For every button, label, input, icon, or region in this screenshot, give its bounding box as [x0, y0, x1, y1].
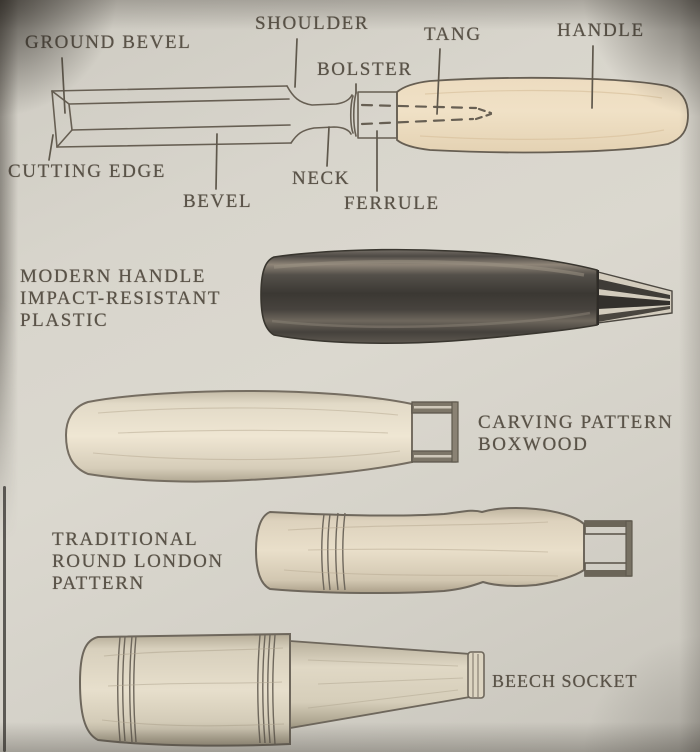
label-ground-bevel: GROUND BEVEL: [25, 32, 192, 53]
label-bolster: BOLSTER: [317, 59, 413, 80]
label-tang: TANG: [424, 24, 482, 45]
caption-line: MODERN HANDLE: [20, 266, 206, 287]
label-bevel: BEVEL: [183, 191, 253, 212]
page-margin-rule: [3, 486, 6, 752]
caption-line: TRADITIONAL: [52, 529, 199, 550]
caption-line: BEECH SOCKET: [492, 671, 638, 691]
carving-handle-caption: CARVING PATTERN BOXWOOD: [478, 412, 673, 456]
caption-line: PLASTIC: [20, 310, 109, 331]
label-ferrule: FERRULE: [344, 193, 440, 214]
beech-socket-handle-drawing: [78, 632, 485, 747]
modern-plastic-handle-drawing: [260, 248, 673, 345]
beech-handle-caption: BEECH SOCKET: [492, 670, 638, 692]
carving-boxwood-handle-drawing: [64, 389, 459, 483]
caption-line: BOXWOOD: [478, 434, 589, 455]
label-neck: NECK: [292, 168, 351, 189]
label-cutting-edge: CUTTING EDGE: [8, 161, 166, 182]
label-shoulder: SHOULDER: [255, 13, 370, 34]
caption-line: PATTERN: [52, 573, 145, 594]
caption-line: CARVING PATTERN: [478, 412, 674, 433]
london-pattern-handle-drawing: [254, 507, 633, 595]
london-handle-caption: TRADITIONAL ROUND LONDON PATTERN: [52, 529, 224, 595]
label-handle: HANDLE: [557, 20, 645, 41]
caption-line: IMPACT-RESISTANT: [20, 288, 222, 309]
modern-handle-caption: MODERN HANDLE IMPACT-RESISTANT PLASTIC: [20, 266, 221, 332]
caption-line: ROUND LONDON: [52, 551, 224, 572]
